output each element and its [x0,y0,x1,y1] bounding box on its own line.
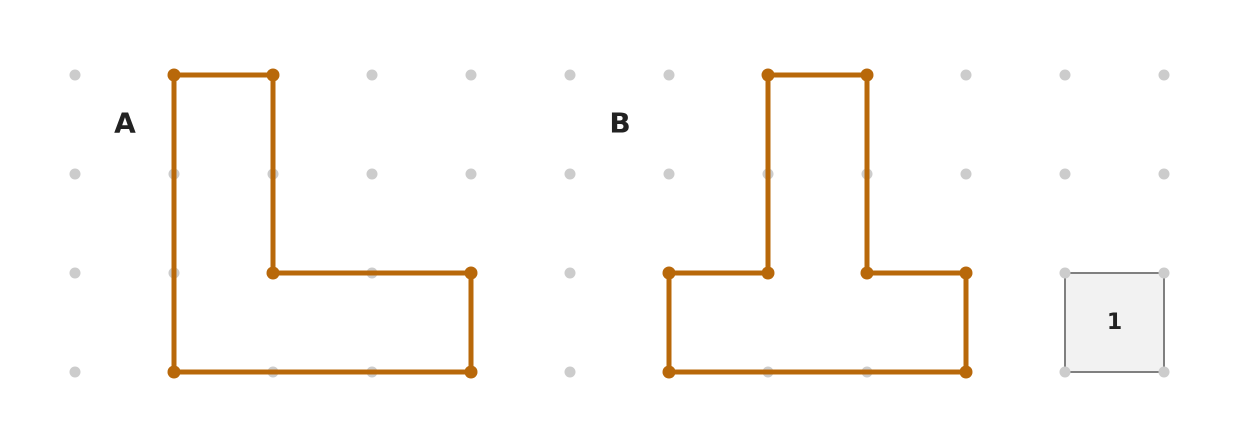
grid-dot [1158,267,1170,279]
vertex [860,266,874,280]
vertex [167,365,181,379]
grid-dot [69,366,81,378]
grid-dot [69,267,81,279]
grid-dot [663,168,675,180]
vertex [464,266,478,280]
vertex [662,365,676,379]
grid-dot [960,69,972,81]
vertex [464,365,478,379]
shape-a-label: A [114,107,136,140]
dot-grid-overlay [1059,267,1170,378]
vertex [167,68,181,82]
grid-dot [564,69,576,81]
shape-a-vertices [167,68,478,379]
vertex [662,266,676,280]
vertex [761,266,775,280]
grid-dot [960,168,972,180]
grid-dot [564,168,576,180]
grid-dot [1059,366,1071,378]
vertex [266,68,280,82]
vertex [959,266,973,280]
unit-square-box [1064,272,1165,373]
grid-dot [1158,168,1170,180]
unit-square-label: 1 [1107,310,1122,335]
shape-a: A [114,68,478,379]
vertex [761,68,775,82]
shape-b-label: B [609,107,630,140]
grid-dot [366,168,378,180]
grid-dot [69,69,81,81]
grid-dot [1059,69,1071,81]
grid-dot [366,69,378,81]
vertex [860,68,874,82]
grid-dot [564,267,576,279]
grid-dot [663,69,675,81]
shape-b-vertices [662,68,973,379]
unit-square [1064,272,1165,373]
vertex [266,266,280,280]
grid-dot [465,168,477,180]
grid-dot [69,168,81,180]
grid-dot [1158,366,1170,378]
vertex [959,365,973,379]
shape-b: B [609,68,973,379]
grid-dot [1158,69,1170,81]
grid-dot [465,69,477,81]
grid-dot [564,366,576,378]
grid-dot [1059,267,1071,279]
grid-dot [1059,168,1071,180]
